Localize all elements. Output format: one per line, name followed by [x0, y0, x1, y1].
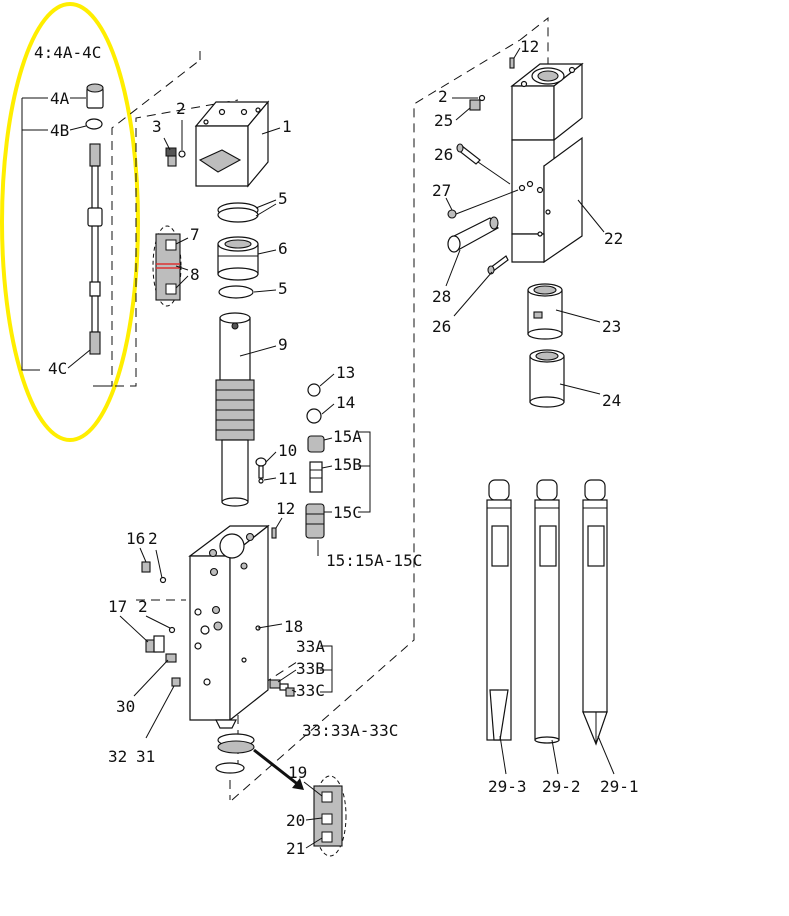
label-4C: 4C: [48, 359, 67, 378]
detail-arrow: [253, 748, 301, 788]
label-29-2: 29-2: [542, 777, 581, 796]
bracket-group-15: [358, 431, 371, 513]
label-26-upper: 26: [434, 145, 453, 164]
part-26-pin-upper: [456, 143, 481, 165]
detail-19-21: [313, 775, 347, 857]
label-20: 20: [286, 811, 305, 830]
part-5-seal-lower: [218, 285, 254, 299]
part-9-piston: [215, 312, 255, 507]
label-8: 8: [190, 265, 200, 284]
label-2-right: 2: [438, 87, 448, 106]
label-2-top: 2: [176, 99, 186, 118]
part-25-plug: [469, 99, 481, 111]
part-4A: [86, 83, 104, 109]
highlight-ellipse: [0, 2, 140, 442]
part-10-11: [255, 457, 267, 484]
label-15B: 15B: [333, 455, 362, 474]
part-4C-tie-rod: [87, 143, 103, 355]
part-24-bushing: [529, 349, 565, 408]
label-22: 22: [604, 229, 623, 248]
label-31: 31: [136, 747, 155, 766]
part-6-bushing: [217, 236, 259, 281]
part-15-valve-assembly: [305, 435, 325, 539]
label-15A: 15A: [333, 427, 362, 446]
label-30: 30: [116, 697, 135, 716]
label-12-upper: 12: [520, 37, 539, 56]
part-2-oring: [178, 150, 186, 158]
label-10: 10: [278, 441, 297, 460]
part-12-pin-lower: [271, 527, 277, 539]
label-23: 23: [602, 317, 621, 336]
label-29-3: 29-3: [488, 777, 527, 796]
bracket-group-4: [21, 98, 40, 371]
label-1: 1: [282, 117, 292, 136]
part-1-top-cap: [194, 100, 270, 188]
label-7: 7: [190, 225, 200, 244]
part-30: [165, 653, 177, 663]
label-27: 27: [432, 181, 451, 200]
part-29-1-chisel: [582, 479, 608, 746]
part-3-plug: [165, 147, 177, 167]
label-9: 9: [278, 335, 288, 354]
label-5-lower: 5: [278, 279, 288, 298]
label-15C: 15C: [333, 503, 362, 522]
label-16: 16: [126, 529, 145, 548]
label-33C: 33C: [296, 681, 325, 700]
part-bottom-seal-2: [215, 762, 245, 774]
label-26-lower: 26: [432, 317, 451, 336]
part-33-valve: [269, 679, 295, 697]
part-14-oring: [306, 408, 322, 424]
part-17-fitting: [145, 635, 165, 653]
part-28-retainer-pin: [447, 216, 499, 253]
part-31-32: [171, 677, 181, 687]
label-24: 24: [602, 391, 621, 410]
label-2-low: 2: [138, 597, 148, 616]
label-33B: 33B: [296, 659, 325, 678]
label-28: 28: [432, 287, 451, 306]
label-13: 13: [336, 363, 355, 382]
part-13-oring: [307, 383, 321, 397]
part-12-pin-upper: [509, 57, 515, 69]
label-3: 3: [152, 117, 162, 136]
label-4A: 4A: [50, 89, 70, 108]
label-14: 14: [336, 393, 355, 412]
label-32: 32: [108, 747, 127, 766]
label-6: 6: [278, 239, 288, 258]
part-4B: [85, 118, 103, 130]
part-29-2-chisel: [534, 479, 560, 744]
assembly-path-left: [93, 59, 201, 387]
label-17: 17: [108, 597, 127, 616]
label-group-33: 33:33A-33C: [302, 721, 398, 740]
label-25: 25: [434, 111, 453, 130]
label-12-lower: 12: [276, 499, 295, 518]
label-group-4: 4:4A-4C: [34, 43, 101, 62]
part-22-front-head: [510, 62, 584, 264]
detail-7-8: [152, 225, 182, 307]
part-26-pin-lower: [487, 255, 509, 275]
label-2-mid: 2: [148, 529, 158, 548]
label-4B: 4B: [50, 121, 69, 140]
label-21: 21: [286, 839, 305, 858]
bracket-group-33: [320, 645, 333, 693]
label-5-upper: 5: [278, 189, 288, 208]
part-29-3-chisel: [486, 479, 512, 741]
part-16: [141, 561, 151, 573]
part-27-screw: [447, 209, 457, 219]
label-group-15: 15:15A-15C: [326, 551, 422, 570]
label-33A: 33A: [296, 637, 325, 656]
part-23-bushing: [527, 283, 563, 340]
part-18-cylinder: [188, 524, 270, 729]
assembly-path-right: [231, 39, 521, 801]
label-29-1: 29-1: [600, 777, 639, 796]
label-11: 11: [278, 469, 297, 488]
label-19: 19: [288, 763, 307, 782]
label-18: 18: [284, 617, 303, 636]
